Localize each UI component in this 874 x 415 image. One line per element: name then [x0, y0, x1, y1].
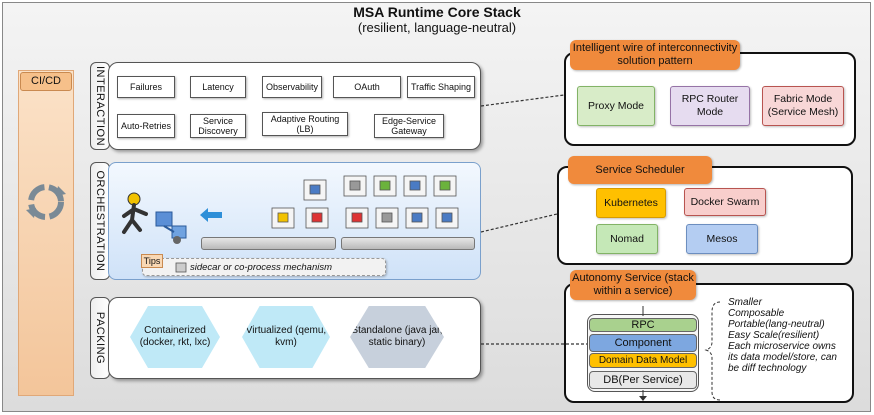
container-cube-icon — [271, 175, 459, 229]
proxy-mode: Proxy Mode — [577, 86, 655, 126]
note-smaller: Smaller — [728, 297, 762, 308]
scheduler-mesos: Mesos — [686, 224, 758, 254]
diagram-subtitle: (resilient, language-neutral) — [357, 20, 517, 35]
stack-domain-data-model: Domain Data Model — [589, 353, 697, 368]
note-composable: Composable — [728, 308, 785, 319]
server-rack-icon — [201, 237, 336, 250]
cicd-column — [18, 70, 74, 396]
network-device-icon — [155, 211, 187, 244]
cicd-label: CI/CD — [20, 72, 72, 91]
stack-rpc: RPC — [589, 318, 697, 332]
interaction-traffic-shaping: Traffic Shaping — [407, 76, 475, 98]
stack-component: Component — [589, 334, 697, 352]
sidecar-cube-icon — [175, 262, 187, 273]
autonomy-title: Autonomy Service (stack within a service… — [570, 270, 696, 300]
person-icon — [122, 192, 148, 234]
note-easy-scale: Easy Scale(resilient) — [728, 330, 820, 341]
stack-db: DB(Per Service) — [589, 371, 697, 389]
rpc-router-mode: RPC Router Mode — [670, 86, 750, 126]
scheduler-kubernetes: Kubernetes — [596, 188, 666, 218]
cube-group-a — [271, 179, 329, 229]
scheduler-docker-swarm: Docker Swarm — [684, 188, 766, 216]
cube-group-b — [343, 175, 459, 229]
interaction-observability: Observability — [262, 76, 322, 98]
interaction-auto-retries: Auto-Retries — [117, 114, 175, 138]
packing-virtualized: Virtualized (qemu, kvm) — [242, 306, 330, 368]
fabric-mode: Fabric Mode (Service Mesh) — [762, 86, 844, 126]
scheduler-title: Service Scheduler — [568, 156, 712, 184]
packing-standalone: Standalone (java jar, static binary) — [350, 306, 444, 368]
note-data-ownership: Each microservice owns its data model/st… — [728, 341, 837, 374]
interaction-latency: Latency — [190, 76, 246, 98]
note-portable: Portable(lang-neutral) — [728, 319, 825, 330]
autonomy-notes: Smaller Composable Portable(lang-neutral… — [728, 297, 848, 374]
diagram-title: MSA Runtime Core Stack — [353, 4, 521, 20]
interaction-oauth: OAuth — [333, 76, 401, 98]
exchange-arrows-icon — [200, 208, 222, 222]
interaction-failures: Failures — [117, 76, 175, 98]
interaction-service-discovery: Service Discovery — [190, 114, 246, 138]
connector-orchestration — [480, 213, 558, 233]
interaction-edge-gateway: Edge-Service Gateway — [374, 114, 444, 138]
interaction-adaptive-routing: Adaptive Routing (LB) — [262, 112, 348, 136]
tips-text: sidecar or co-process mechanism — [190, 262, 333, 273]
container-cluster — [262, 174, 482, 258]
connector-interaction — [480, 94, 565, 107]
scheduler-nomad: Nomad — [596, 224, 658, 254]
packing-containerized: Containerized (docker, rkt, lxc) — [130, 306, 220, 368]
notes-brace — [704, 301, 721, 401]
interconnect-title: Intelligent wire of interconnectivity so… — [570, 40, 740, 70]
server-rack-icon-2 — [341, 237, 475, 250]
tips-tag: Tips — [141, 254, 163, 268]
stack-arrow-head — [639, 396, 647, 401]
cycle-arrows-icon — [26, 184, 66, 220]
